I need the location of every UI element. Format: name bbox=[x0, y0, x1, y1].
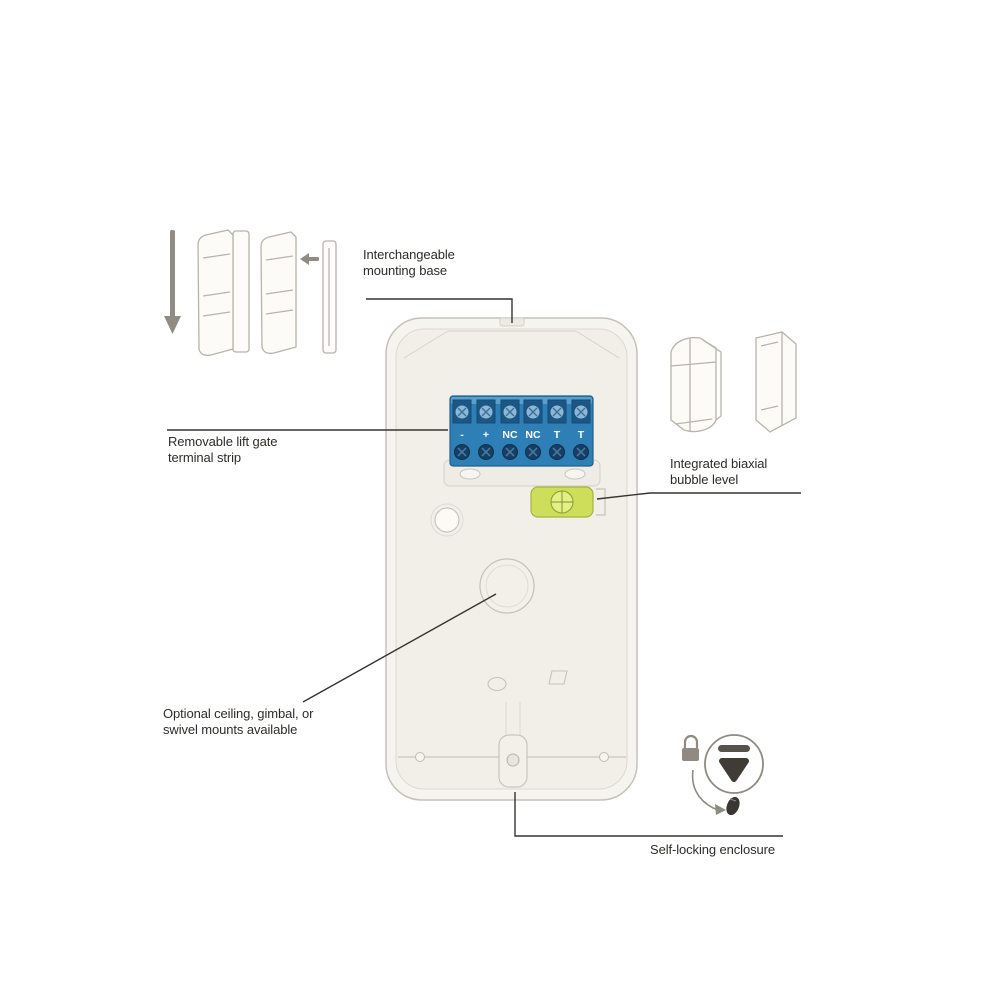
callout-enclosure: Self-locking enclosure bbox=[650, 842, 775, 857]
terminal-label: + bbox=[483, 429, 489, 441]
mount-knockout-inner bbox=[485, 564, 529, 608]
callout-mounting-base: Interchangeable mounting base bbox=[363, 247, 455, 278]
mount-knockout-circle bbox=[479, 558, 535, 614]
terminal-label: NC bbox=[525, 429, 541, 441]
finger-bar bbox=[718, 745, 750, 752]
wire-hole bbox=[434, 507, 460, 533]
wire-hole-ring bbox=[430, 503, 464, 537]
terminal-label: - bbox=[460, 429, 464, 441]
terminal-screws-top bbox=[452, 399, 591, 424]
mouse-icon bbox=[726, 796, 740, 816]
terminal-label: T bbox=[578, 429, 585, 441]
callout-bubble-level: Integrated biaxial bubble level bbox=[670, 456, 768, 487]
bottom-seam bbox=[398, 702, 626, 788]
bubble-level bbox=[530, 486, 606, 518]
terminal-block: - + NC NC T T bbox=[443, 395, 601, 487]
callout-terminal-strip: Removable lift gate terminal strip bbox=[168, 434, 278, 465]
self-locking-icon-group bbox=[682, 734, 764, 816]
detector-body-sketch bbox=[197, 229, 234, 357]
callout-mounts: Optional ceiling, gimbal, or swivel moun… bbox=[163, 706, 314, 737]
terminal-screws-bottom bbox=[454, 444, 589, 460]
callout-line-bubble-level bbox=[596, 492, 801, 500]
callout-line-mounts bbox=[302, 593, 497, 703]
molded-mark bbox=[548, 670, 568, 685]
terminal-labels: - + NC NC T T bbox=[460, 429, 585, 441]
slide-off-illustration bbox=[260, 231, 337, 355]
tab-screw-hole bbox=[506, 753, 520, 767]
detach-arrow-icon bbox=[300, 253, 319, 265]
press-down-triangle-icon bbox=[719, 758, 749, 782]
terminal-label: NC bbox=[502, 429, 518, 441]
detector-views-illustration bbox=[670, 331, 797, 433]
down-arrow-icon bbox=[164, 230, 181, 334]
molded-oval bbox=[487, 676, 507, 692]
lock-icon bbox=[682, 734, 699, 761]
rotate-arrow-head bbox=[715, 804, 726, 815]
callout-line-enclosure bbox=[514, 792, 783, 837]
mouse-detail bbox=[729, 798, 737, 802]
device-base-illustration: - + NC NC T T bbox=[385, 317, 638, 801]
rotate-arrow-icon bbox=[691, 769, 719, 811]
slide-on-illustration bbox=[164, 229, 250, 357]
terminal-label: T bbox=[554, 429, 561, 441]
callout-line-mounting-base bbox=[366, 298, 513, 323]
mounting-plate-sketch bbox=[232, 230, 250, 353]
